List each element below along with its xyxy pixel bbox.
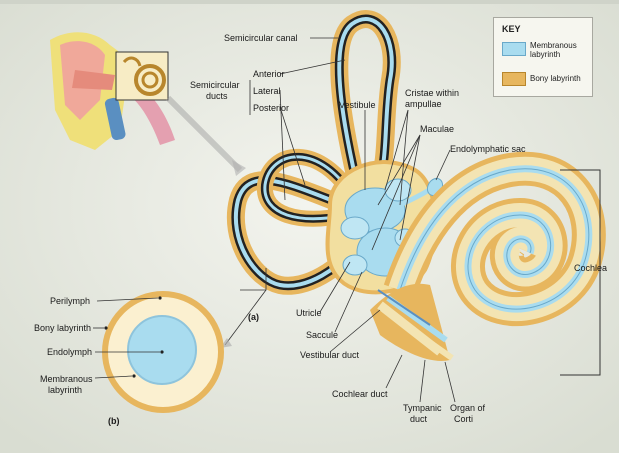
label-endolymph: Endolymph <box>47 347 93 357</box>
label-utricle: Utricle <box>296 308 322 318</box>
label-membranous-1: Membranous <box>40 374 93 384</box>
label-lateral: Lateral <box>253 86 281 96</box>
label-tympanic-1: Tympanic <box>403 403 442 413</box>
label-vestibular-duct: Vestibular duct <box>300 350 360 360</box>
label-cochlear-duct: Cochlear duct <box>332 389 388 399</box>
semicircular-canals <box>226 10 401 295</box>
legend-title: KEY <box>502 24 521 34</box>
label-organ-2: Corti <box>454 414 474 424</box>
label-semicircular-ducts-2: ducts <box>206 91 228 101</box>
leader-lines <box>224 37 456 403</box>
label-semicircular-canal: Semicircular canal <box>224 33 298 43</box>
legend-bony: Bony labyrinth <box>530 74 581 83</box>
label-endolymphatic-sac: Endolymphatic sac <box>450 144 526 154</box>
legend-key: KEY Membranous labyrinth Bony labyrinth <box>493 17 593 97</box>
label-tympanic-2: duct <box>410 414 428 424</box>
label-panel-a: (a) <box>248 312 259 322</box>
label-maculae: Maculae <box>420 124 455 134</box>
label-semicircular-ducts-1: Semicircular <box>190 80 240 90</box>
ear-thumbnail <box>50 32 175 150</box>
label-cochlea: Cochlea <box>574 263 608 273</box>
label-membranous-2: labyrinth <box>48 385 83 395</box>
label-bony-labyrinth: Bony labyrinth <box>34 323 92 333</box>
label-cristae-2: ampullae <box>405 99 442 109</box>
label-vestibule: Vestibule <box>339 100 376 110</box>
legend-membranous: Membranous labyrinth <box>530 41 577 59</box>
membranous-swatch <box>502 42 526 56</box>
bony-swatch <box>502 72 526 86</box>
label-cristae-1: Cristae within <box>405 88 460 98</box>
label-panel-b: (b) <box>108 416 120 426</box>
cochlea <box>370 151 606 361</box>
label-saccule: Saccule <box>306 330 339 340</box>
label-perilymph: Perilymph <box>50 296 91 306</box>
label-posterior: Posterior <box>253 103 290 113</box>
label-anterior: Anterior <box>253 69 285 79</box>
label-organ-1: Organ of <box>450 403 486 413</box>
